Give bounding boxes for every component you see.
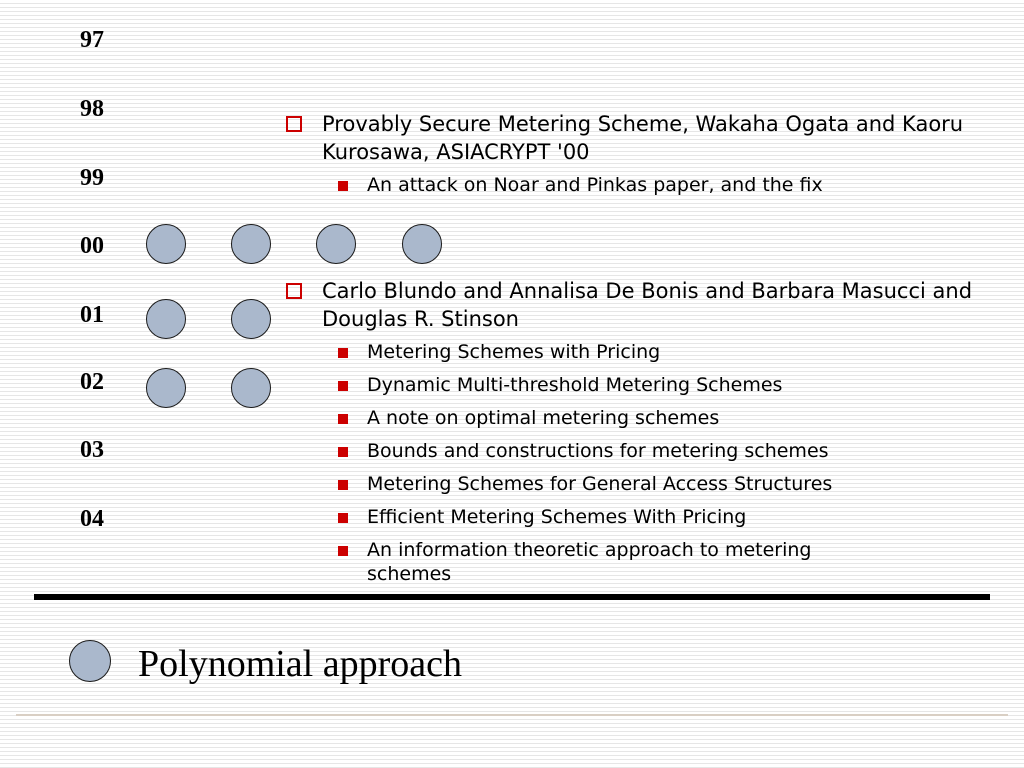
sub-item-text: An information theoretic approach to met… bbox=[367, 539, 812, 585]
filled-square-bullet-icon bbox=[338, 348, 348, 358]
sub-item-text: Metering Schemes for General Access Stru… bbox=[367, 473, 833, 495]
year-label-99: 99 bbox=[80, 165, 104, 191]
filled-square-bullet-icon bbox=[338, 480, 348, 490]
sub-item-text: Bounds and constructions for metering sc… bbox=[367, 440, 829, 462]
circle-icon bbox=[146, 299, 186, 339]
year-label-98: 98 bbox=[80, 96, 104, 122]
sub-list-item: Bounds and constructions for metering sc… bbox=[338, 439, 958, 463]
year-label-01: 01 bbox=[80, 302, 104, 328]
year-label-03: 03 bbox=[80, 437, 104, 463]
item-title: Carlo Blundo and Annalisa De Bonis and B… bbox=[322, 279, 973, 331]
circle-icon bbox=[146, 224, 186, 264]
sub-item-text: Metering Schemes with Pricing bbox=[367, 341, 661, 363]
filled-square-bullet-icon bbox=[338, 447, 348, 457]
filled-square-bullet-icon bbox=[338, 546, 348, 556]
circle-icon bbox=[231, 299, 271, 339]
sub-item-text: Dynamic Multi-threshold Metering Schemes bbox=[367, 374, 783, 396]
sub-list-item: A note on optimal metering schemes bbox=[338, 406, 958, 430]
year-label-00: 00 bbox=[80, 233, 104, 259]
year-label-04: 04 bbox=[80, 506, 104, 532]
filled-square-bullet-icon bbox=[338, 381, 348, 391]
divider bbox=[34, 594, 990, 600]
circle-icon bbox=[146, 368, 186, 408]
hollow-square-bullet-icon bbox=[286, 116, 302, 132]
sub-list-item: Metering Schemes for General Access Stru… bbox=[338, 472, 958, 496]
sub-item-text: A note on optimal metering schemes bbox=[367, 407, 720, 429]
list-item: Carlo Blundo and Annalisa De Bonis and B… bbox=[284, 277, 994, 333]
legend-label: Polynomial approach bbox=[138, 643, 462, 685]
sub-list-item: An attack on Noar and Pinkas paper, and … bbox=[338, 173, 958, 197]
circle-icon bbox=[69, 640, 111, 682]
sub-item-text: An attack on Noar and Pinkas paper, and … bbox=[367, 174, 823, 196]
circle-icon bbox=[316, 224, 356, 264]
circle-icon bbox=[231, 368, 271, 408]
circle-icon bbox=[231, 224, 271, 264]
filled-square-bullet-icon bbox=[338, 181, 348, 191]
hollow-square-bullet-icon bbox=[286, 283, 302, 299]
circle-icon bbox=[402, 224, 442, 264]
year-label-02: 02 bbox=[80, 369, 104, 395]
filled-square-bullet-icon bbox=[338, 414, 348, 424]
sub-item-text: Efficient Metering Schemes With Pricing bbox=[367, 506, 747, 528]
footer-divider bbox=[16, 714, 1008, 716]
year-label-97: 97 bbox=[80, 27, 104, 53]
sub-list-item: Metering Schemes with Pricing bbox=[338, 340, 958, 364]
list-item: Provably Secure Metering Scheme, Wakaha … bbox=[284, 110, 994, 166]
sub-list-item: An information theoretic approach to met… bbox=[338, 538, 898, 586]
sub-list-item: Dynamic Multi-threshold Metering Schemes bbox=[338, 373, 958, 397]
filled-square-bullet-icon bbox=[338, 513, 348, 523]
sub-list-item: Efficient Metering Schemes With Pricing bbox=[338, 505, 958, 529]
item-title: Provably Secure Metering Scheme, Wakaha … bbox=[322, 112, 964, 164]
